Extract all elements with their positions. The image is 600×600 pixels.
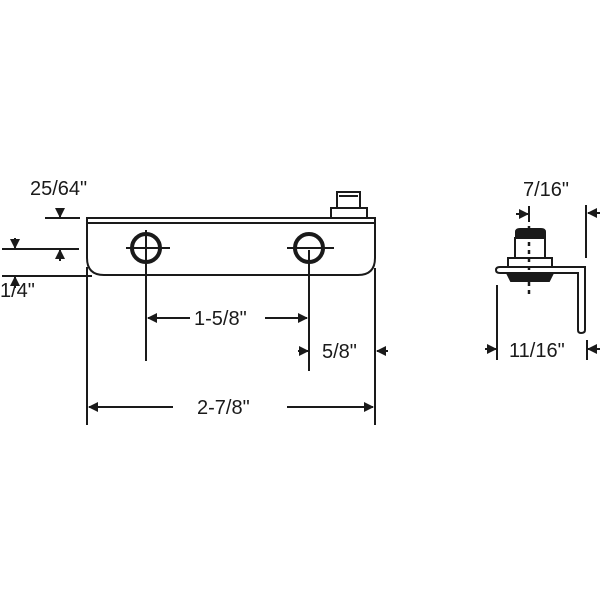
dim-overall-length: 2-7/8" <box>197 397 250 419</box>
dim-hole-spacing: 1-5/8" <box>194 308 247 330</box>
dim-end-to-hole: 5/8" <box>322 341 357 363</box>
side-bracket <box>494 266 586 335</box>
plate-outline <box>86 217 376 276</box>
dim-top-offset: 25/64" <box>30 178 87 200</box>
dim-hole-height: 1/4" <box>0 280 35 302</box>
stud-top <box>336 191 361 209</box>
dim-stud-offset: 7/16" <box>523 179 569 201</box>
dim-side-width: 11/16" <box>509 340 565 362</box>
stud-base <box>330 207 368 219</box>
